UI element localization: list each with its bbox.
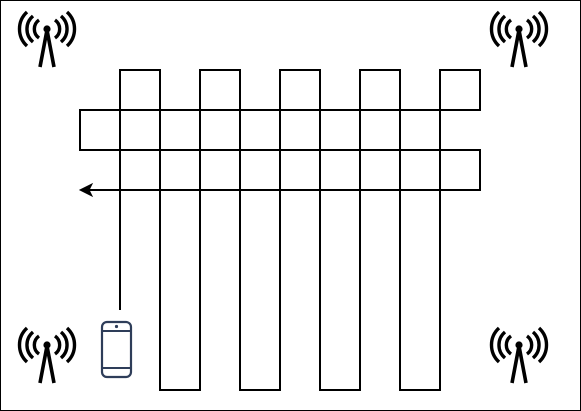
mobile-phone-icon [100,320,133,379]
antenna-bottom-right-icon [489,326,549,384]
path-arrowhead [78,182,94,198]
device-trajectory-path [79,69,481,391]
antenna-top-right-icon [489,10,549,68]
antenna-bottom-left-icon [17,326,77,384]
antenna-top-left-icon [17,10,77,68]
